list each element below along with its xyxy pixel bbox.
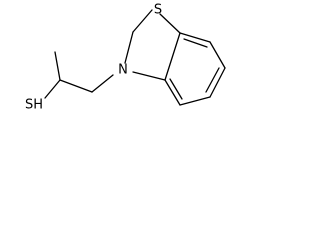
bond-benzene-double-3 xyxy=(169,78,183,100)
bond-benzene-2 xyxy=(209,41,226,69)
atom-labels: S N SH xyxy=(25,3,162,113)
bond-benzene-3 xyxy=(209,67,226,98)
bond-n-ch2 xyxy=(91,74,114,93)
bond-s-c2 xyxy=(132,9,153,33)
bond-n-c3a xyxy=(132,71,166,81)
chemical-structure-diagram: S N SH xyxy=(25,3,226,113)
bond-benzene-4 xyxy=(179,96,211,106)
bond-c2-n xyxy=(124,31,134,64)
bond-benzene-double-1 xyxy=(183,38,208,48)
bond-benzene-double-2 xyxy=(205,67,220,93)
bond-benzene-5 xyxy=(164,79,181,106)
bond-ch-ch3 xyxy=(54,51,61,81)
bond-c7a-s xyxy=(159,13,181,34)
atom-label-thiol: SH xyxy=(25,98,43,113)
bond-ch2-ch xyxy=(59,79,93,93)
bonds xyxy=(44,9,226,106)
bond-ch-sh xyxy=(44,79,61,99)
atom-label-sulfur: S xyxy=(154,3,162,18)
bond-benzene-6 xyxy=(164,32,181,81)
bond-benzene-1 xyxy=(179,32,211,43)
atom-label-nitrogen: N xyxy=(118,63,128,78)
